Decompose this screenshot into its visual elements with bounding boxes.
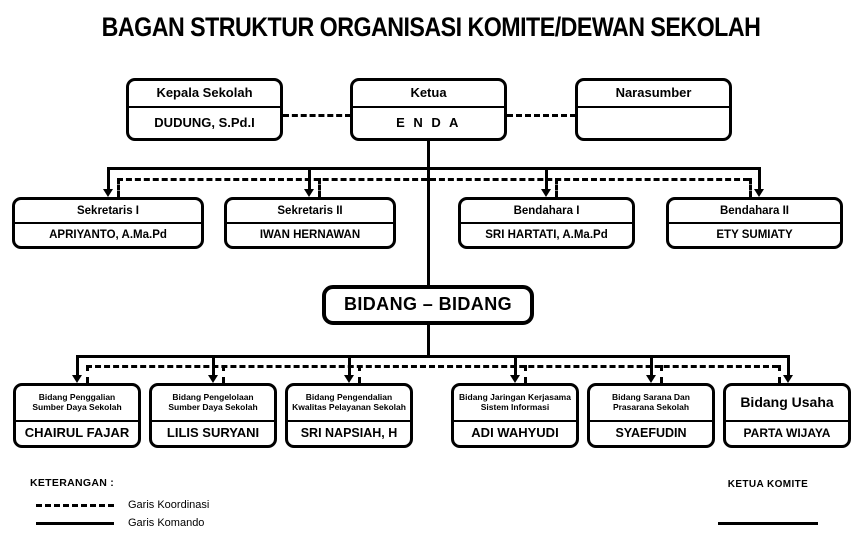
legend-item-komando: Garis Komando	[30, 514, 330, 532]
node-role: Sekretaris II	[227, 200, 393, 224]
node-role-line1: Bidang Pengelolaan	[172, 392, 254, 403]
coordination-line-ketua-narasumber	[507, 114, 576, 117]
node-person: DUDUNG, S.Pd.I	[154, 114, 255, 130]
command-arrow-bidang-4	[510, 375, 520, 383]
node-bidang-penggalian[interactable]: Bidang Penggalian Sumber Daya Sekolah CH…	[13, 383, 141, 448]
node-role-line1: Bidang Pengendalian	[305, 392, 393, 403]
coordination-drop-bendahara-2	[749, 178, 752, 197]
command-arrow-bidang-1	[72, 375, 82, 383]
command-drop-sekretaris-1	[107, 167, 110, 191]
node-role: Kepala Sekolah	[129, 81, 280, 108]
node-person: APRIYANTO, A.Ma.Pd	[49, 228, 167, 241]
command-drop-bidang-1	[76, 355, 79, 377]
command-spine-ketua	[427, 141, 430, 285]
command-drop-bidang-6	[787, 355, 790, 377]
node-role: Narasumber	[578, 81, 729, 108]
legend: KETERANGAN : Garis Koordinasi Garis Koma…	[30, 477, 330, 532]
node-bidang-pengelolaan[interactable]: Bidang Pengelolaan Sumber Daya Sekolah L…	[149, 383, 277, 448]
node-role: Bidang Penggalian Sumber Daya Sekolah	[16, 386, 138, 422]
node-role: Bidang Jaringan Kerjasama Sistem Informa…	[454, 386, 576, 422]
node-role-line1: Bidang Sarana Dan	[612, 392, 690, 403]
node-label: BIDANG – BIDANG	[343, 294, 512, 315]
node-role: Bidang Sarana Dan Prasarana Sekolah	[590, 386, 712, 422]
node-bidang-sarana-prasarana[interactable]: Bidang Sarana Dan Prasarana Sekolah SYAE…	[587, 383, 715, 448]
node-kepala-sekolah[interactable]: Kepala Sekolah DUDUNG, S.Pd.I	[126, 78, 283, 141]
node-bidang-usaha[interactable]: Bidang Usaha PARTA WIJAYA	[723, 383, 851, 448]
coordination-drop-sekretaris-1	[117, 178, 120, 197]
coordination-drop-bidang-6	[778, 365, 781, 383]
solid-line-icon	[36, 521, 114, 525]
node-person	[578, 108, 729, 138]
node-sekretaris-1[interactable]: Sekretaris I APRIYANTO, A.Ma.Pd	[12, 197, 204, 249]
coordination-drop-bidang-1	[86, 365, 89, 383]
coordination-drop-bidang-2	[222, 365, 225, 383]
command-arrow-bidang-2	[208, 375, 218, 383]
command-bus-level2	[107, 167, 761, 170]
node-person: ADI WAHYUDI	[471, 425, 559, 441]
node-person: SRI HARTATI, A.Ma.Pd	[485, 228, 608, 241]
node-person: CHAIRUL FAJAR	[24, 425, 130, 441]
node-role-line2: Prasarana Sekolah	[612, 402, 690, 412]
legend-item-label: Garis Koordinasi	[128, 499, 210, 511]
command-arrow-sekretaris-1	[103, 189, 113, 197]
coordination-drop-sekretaris-2	[318, 178, 321, 197]
node-person: SRI NAPSIAH, H	[300, 425, 398, 440]
legend-item-koordinasi: Garis Koordinasi	[30, 496, 330, 514]
coordination-drop-bidang-4	[524, 365, 527, 383]
node-bidang-pengendalian[interactable]: Bidang Pengendalian Kwalitas Pelayanan S…	[285, 383, 413, 448]
command-arrow-sekretaris-2	[304, 189, 314, 197]
command-bus-level4	[76, 355, 790, 358]
node-narasumber[interactable]: Narasumber	[575, 78, 732, 141]
node-role: Bendahara II	[669, 200, 840, 224]
node-role: Bidang Usaha	[726, 386, 848, 422]
node-person: PARTA WIJAYA	[743, 425, 831, 440]
node-role: Ketua	[353, 81, 504, 108]
node-ketua[interactable]: Ketua E N D A	[350, 78, 507, 141]
node-person: SYAEFUDIN	[615, 425, 687, 440]
coordination-drop-bidang-3	[358, 365, 361, 383]
node-role: Bidang Pengendalian Kwalitas Pelayanan S…	[288, 386, 410, 422]
node-role-line2: Kwalitas Pelayanan Sekolah	[292, 402, 406, 412]
node-role-line2: Sumber Daya Sekolah	[168, 402, 258, 412]
node-bidang-jaringan-kerjasama[interactable]: Bidang Jaringan Kerjasama Sistem Informa…	[451, 383, 579, 448]
signature-title: KETUA KOMITE	[727, 479, 809, 490]
coordination-drop-bendahara-1	[555, 178, 558, 197]
node-role-line1: Bidang Penggalian	[38, 392, 116, 403]
legend-item-label: Garis Komando	[128, 517, 205, 529]
node-person: LILIS SURYANI	[166, 425, 260, 441]
node-role-line2: Sumber Daya Sekolah	[32, 402, 122, 412]
page-title: BAGAN STRUKTUR ORGANISASI KOMITE/DEWAN S…	[101, 12, 761, 42]
node-person: IWAN HERNAWAN	[259, 228, 361, 241]
node-person: E N D A	[396, 114, 461, 130]
node-person: ETY SUMIATY	[716, 228, 793, 241]
command-arrow-bidang-3	[344, 375, 354, 383]
node-bendahara-1[interactable]: Bendahara I SRI HARTATI, A.Ma.Pd	[458, 197, 635, 249]
signature-block: KETUA KOMITE	[688, 479, 848, 525]
node-role-line2: Sistem Informasi	[480, 402, 550, 412]
command-spine-bidang	[427, 325, 430, 356]
node-role: Bendahara I	[461, 200, 632, 224]
coordination-drop-bidang-5	[660, 365, 663, 383]
node-role: Sekretaris I	[15, 200, 201, 224]
legend-title: KETERANGAN :	[30, 477, 115, 489]
command-arrow-bendahara-2	[754, 189, 764, 197]
node-role-line1: Bidang Jaringan Kerjasama	[459, 392, 571, 403]
node-role-line1: Bidang Usaha	[740, 394, 834, 411]
node-bidang-bidang[interactable]: BIDANG – BIDANG	[322, 285, 534, 325]
node-bendahara-2[interactable]: Bendahara II ETY SUMIATY	[666, 197, 843, 249]
command-arrow-bendahara-1	[541, 189, 551, 197]
signature-line	[718, 522, 818, 525]
coordination-bus-level4	[86, 365, 778, 368]
dashed-line-icon	[36, 503, 114, 507]
coordination-bus-level2	[117, 178, 749, 181]
command-arrow-bidang-6	[783, 375, 793, 383]
node-role: Bidang Pengelolaan Sumber Daya Sekolah	[152, 386, 274, 422]
coordination-line-kepala-ketua	[283, 114, 351, 117]
command-arrow-bidang-5	[646, 375, 656, 383]
command-drop-bendahara-2	[758, 167, 761, 191]
node-sekretaris-2[interactable]: Sekretaris II IWAN HERNAWAN	[224, 197, 396, 249]
